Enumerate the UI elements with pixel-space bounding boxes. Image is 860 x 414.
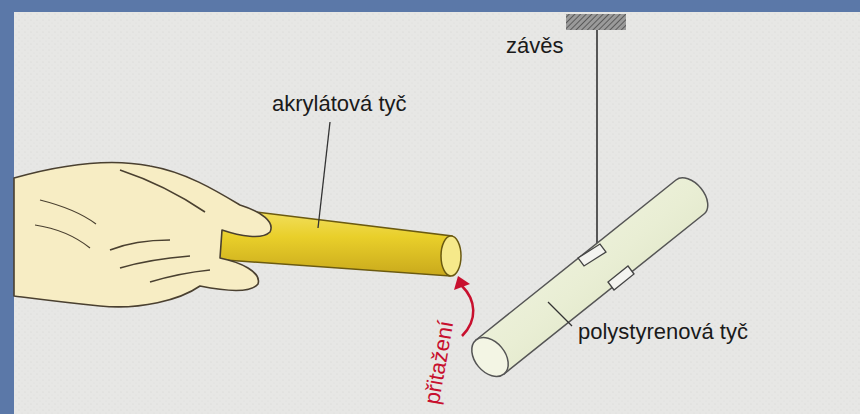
part-label: polystyrenová tyč bbox=[578, 320, 748, 344]
leader-line bbox=[318, 122, 330, 228]
ceiling bbox=[566, 14, 626, 30]
background bbox=[14, 12, 860, 414]
hand bbox=[14, 163, 271, 307]
string bbox=[596, 30, 598, 262]
polystyrene-rod bbox=[464, 178, 707, 384]
part-label: akrylátová tyč bbox=[272, 92, 407, 116]
part-label: závěs bbox=[506, 34, 563, 58]
leader-line bbox=[548, 302, 572, 326]
